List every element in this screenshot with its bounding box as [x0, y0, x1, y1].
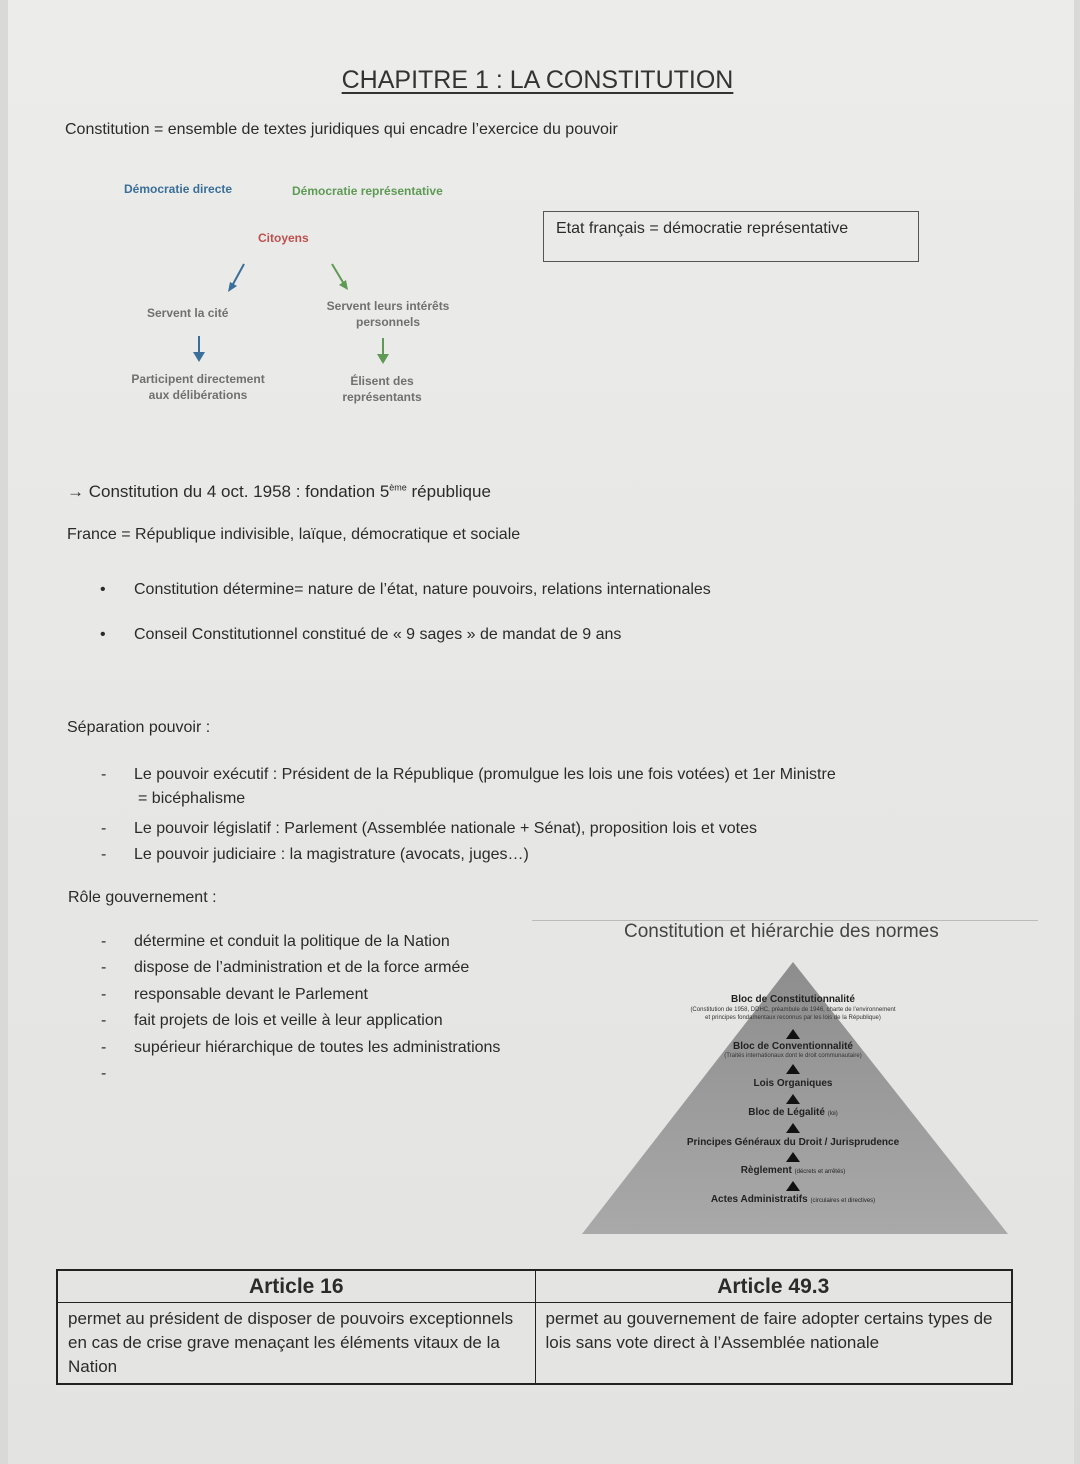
- arrow-up-icon: [786, 1029, 800, 1039]
- arrow-up-icon: [786, 1181, 800, 1191]
- pyramid-level-sub: (Constitution de 1958, DDHC, préambule d…: [690, 1007, 896, 1013]
- gouvernement-item: dispose de l’administration et de la for…: [134, 959, 470, 976]
- citizens-label: Citoyens: [258, 231, 309, 245]
- pyramid-level-label: Règlement (décrets et arrêtés): [740, 1165, 846, 1176]
- arrow-up-icon: [786, 1123, 800, 1133]
- dash-marker: -: [101, 986, 107, 1003]
- table-header-row: Article 16 Article 49.3: [56, 1269, 1013, 1303]
- dash-marker: -: [101, 959, 107, 976]
- gouvernement-item: fait projets de lois et veille à leur ap…: [134, 1012, 443, 1029]
- article-49-3-text: permet au gouvernement de faire adopter …: [534, 1301, 1013, 1384]
- arrow-down-left-icon: [228, 263, 245, 292]
- dash-marker: -: [101, 766, 107, 783]
- dash-marker: -: [101, 846, 107, 863]
- dash-marker: -: [101, 933, 107, 950]
- pyramid-level-sub: et principes fondamentaux reconnus par l…: [705, 1015, 881, 1021]
- dash-marker: -: [101, 820, 107, 837]
- arrow-up-icon: [786, 1064, 800, 1074]
- etat-francais-box: Etat français = démocratie représentativ…: [543, 211, 919, 262]
- gouvernement-item: responsable devant le Parlement: [134, 986, 368, 1003]
- bullet-marker: •: [100, 581, 106, 598]
- pyramid-level-label: Actes Administratifs (circulaires et dir…: [710, 1194, 876, 1205]
- constitution-date: → Constitution du 4 oct. 1958 : fondatio…: [67, 482, 491, 501]
- serve-interests-label: Servent leurs intérêts personnels: [326, 299, 450, 329]
- elect-label: Élisent des représentants: [342, 374, 422, 404]
- pyramid-level-label: Principes Généraux du Droit / Jurisprude…: [686, 1137, 900, 1148]
- article-16-title: Article 16: [56, 1269, 536, 1303]
- article-49-3-title: Article 49.3: [534, 1269, 1013, 1303]
- bullet-item: Conseil Constitutionnel constitué de « 9…: [134, 626, 622, 643]
- pyramid-level-label: Lois Organiques: [753, 1078, 833, 1089]
- bullet-marker: •: [100, 626, 106, 643]
- dash-marker: -: [101, 1065, 107, 1082]
- arrow-down-blue-icon: [193, 336, 205, 362]
- separation-item: Le pouvoir judiciaire : la magistrature …: [134, 846, 529, 863]
- pyramid-title: Constitution et hiérarchie des normes: [624, 921, 939, 942]
- separation-item: Le pouvoir législatif : Parlement (Assem…: [134, 820, 758, 837]
- dash-marker: -: [101, 1012, 107, 1029]
- article-16-text: permet au président de disposer de pouvo…: [56, 1301, 536, 1384]
- arrow-up-icon: [786, 1094, 800, 1104]
- pyramid-level-label: Bloc de Constitutionnalité: [731, 994, 855, 1005]
- separation-heading: Séparation pouvoir :: [67, 719, 211, 736]
- table-row: permet au président de disposer de pouvo…: [56, 1301, 1013, 1384]
- diagram-branch-arrows: [228, 263, 348, 292]
- page-title: CHAPITRE 1 : LA CONSTITUTION: [341, 66, 734, 94]
- gouvernement-heading: Rôle gouvernement :: [68, 889, 217, 906]
- pyramid-level-label: Bloc de Conventionnalité: [732, 1041, 853, 1052]
- gouvernement-item: supérieur hiérarchique de toutes les adm…: [134, 1039, 501, 1056]
- pyramid-level-label: Bloc de Légalité (loi): [748, 1107, 838, 1118]
- arrow-down-right-icon: [331, 263, 348, 290]
- serve-city-label: Servent la cité: [147, 306, 229, 320]
- dash-marker: -: [101, 1039, 107, 1056]
- separation-item: Le pouvoir exécutif : Président de la Ré…: [134, 766, 836, 783]
- constitution-definition: Constitution = ensemble de textes juridi…: [65, 121, 618, 138]
- arrow-up-icon: [786, 1152, 800, 1162]
- gouvernement-item: détermine et conduit la politique de la …: [134, 933, 450, 950]
- separation-item-continued: = bicéphalisme: [138, 790, 246, 807]
- representative-democracy-label: Démocratie représentative: [292, 184, 443, 198]
- arrow-down-green-icon: [377, 338, 389, 364]
- bullet-item: Constitution détermine= nature de l’état…: [134, 581, 711, 598]
- pyramid-level-sub: (Traités internationaux dont le droit co…: [724, 1053, 862, 1059]
- france-definition: France = République indivisible, laïque,…: [67, 526, 521, 543]
- participate-label: Participent directement aux délibération…: [131, 372, 265, 402]
- articles-table: Article 16 Article 49.3 permet au présid…: [56, 1269, 1013, 1385]
- pyramid-top-rule: [532, 920, 1038, 921]
- direct-democracy-label: Démocratie directe: [124, 182, 233, 196]
